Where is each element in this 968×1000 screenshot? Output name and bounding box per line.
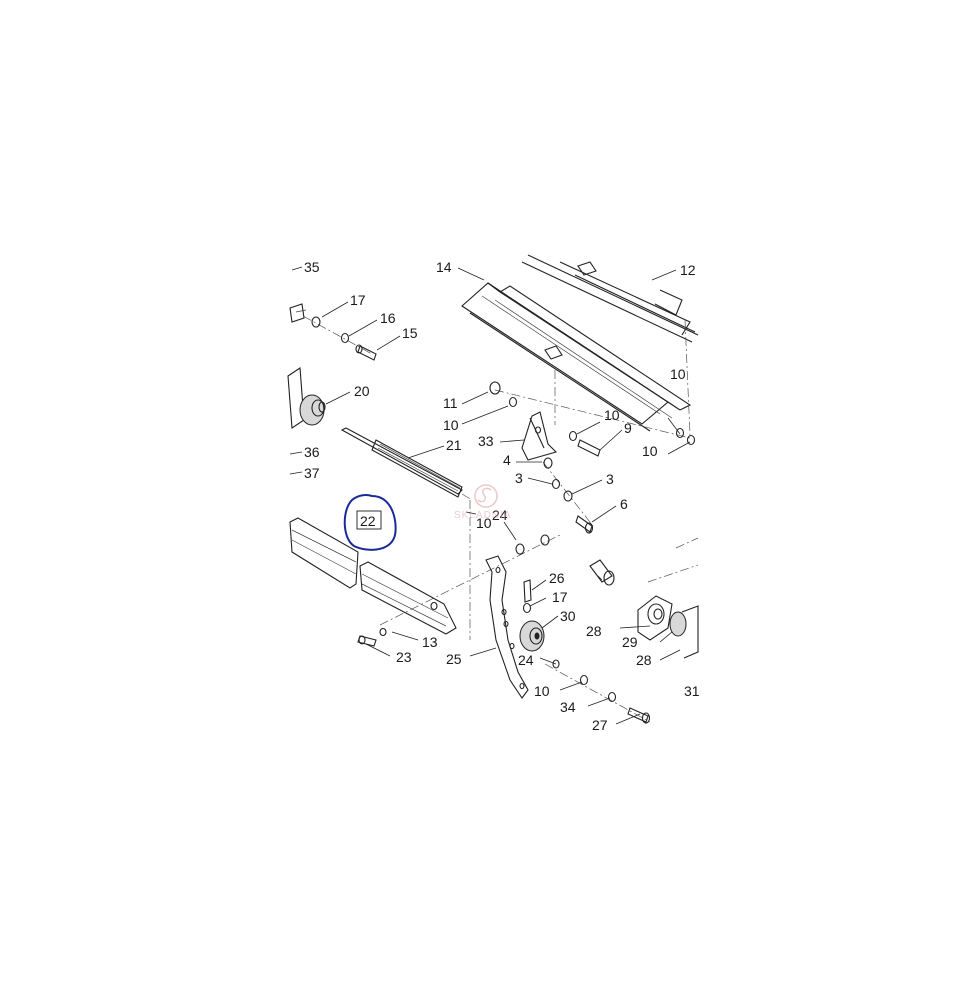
bearing-20: [287, 367, 326, 429]
watermark-logo: SKLADNIA: [454, 484, 511, 521]
callout-9: 9: [624, 420, 632, 436]
washer-10d: [686, 434, 696, 446]
callout-4: 4: [503, 452, 511, 468]
trough-profile-12: [521, 254, 699, 343]
callout-12: 12: [680, 262, 696, 278]
highlight-part-22: 22: [343, 494, 397, 551]
nut-11: [489, 381, 501, 395]
callout-20: 20: [354, 383, 370, 399]
callout-10-top-right: 10: [670, 366, 686, 382]
shaft-21: [340, 427, 463, 498]
guard-sheet-13: [359, 561, 457, 635]
callout-22: 22: [360, 513, 376, 529]
bolt-9: [577, 439, 601, 457]
callout-34: 34: [560, 699, 576, 715]
centerline-12: [684, 319, 691, 436]
washer-17: [311, 316, 321, 328]
washer-10e: [515, 543, 525, 555]
bracket-33: [521, 411, 558, 461]
callout-22-box: [356, 510, 382, 530]
highlight-circle: [343, 494, 397, 551]
guard-sheet-22: [289, 517, 359, 589]
bolt-23: [357, 627, 387, 647]
callout-17-lower: 17: [552, 589, 568, 605]
washer-34: [607, 691, 617, 703]
callout-24-top: 24: [492, 507, 508, 523]
callout-26: 26: [549, 570, 565, 586]
callout-37: 37: [304, 465, 320, 481]
callout-33: 33: [478, 433, 494, 449]
nut-4: [543, 457, 553, 469]
washer-10c: [675, 427, 685, 439]
bearing-28b: [669, 605, 699, 659]
callout-14: 14: [436, 259, 452, 275]
callout-11: 11: [443, 395, 458, 411]
callout-3a: 3: [515, 470, 523, 486]
washer-16: [340, 332, 350, 344]
bolt-6: [575, 515, 594, 534]
callout-10-right: 10: [642, 443, 658, 459]
callout-15: 15: [402, 325, 418, 341]
callout-36: 36: [304, 444, 320, 460]
callout-29: 29: [622, 634, 638, 650]
callout-10-bottom: 10: [534, 683, 550, 699]
washer-10f: [579, 674, 589, 686]
callout-13: 13: [422, 634, 438, 650]
pin-26: [523, 579, 532, 603]
washer-24b: [552, 659, 560, 669]
washer-3a: [551, 478, 561, 490]
leader-lines: [289, 266, 691, 725]
callout-31: 31: [684, 683, 700, 699]
callout-16: 16: [380, 310, 396, 326]
hub-30: [519, 620, 545, 652]
callout-28-right: 28: [636, 652, 652, 668]
callout-6: 6: [620, 496, 628, 512]
callout-28-left: 28: [586, 623, 602, 639]
callout-21: 21: [446, 437, 462, 453]
shaft-end-28a: [589, 559, 615, 586]
washer-3b: [563, 490, 573, 502]
flange-29: [637, 595, 673, 641]
callout-25: 25: [446, 651, 462, 667]
callout-10-left: 10: [443, 417, 459, 433]
trough-profile-14: [461, 282, 692, 432]
callout-30: 30: [560, 608, 576, 624]
washer-10a: [508, 396, 518, 408]
callout-10-lower: 10: [476, 515, 492, 531]
washer-10b: [568, 430, 578, 442]
watermark-text: SKLADNIA: [454, 510, 511, 521]
callout-10-center: 10: [604, 407, 620, 423]
bolt-15: [355, 344, 377, 361]
callout-27: 27: [592, 717, 608, 733]
bracket-left-top: [289, 303, 307, 323]
arm-25: [485, 555, 529, 699]
callout-labels: 35 17 16 15 20 36 37 14 12 10 11 10 33 1…: [304, 259, 700, 733]
bolt-27: [627, 707, 651, 724]
callout-3b: 3: [606, 471, 614, 487]
callout-35: 35: [304, 259, 320, 275]
washer-24a: [540, 534, 550, 546]
callout-17: 17: [350, 292, 366, 308]
washer-17b: [522, 602, 532, 614]
callout-23: 23: [396, 649, 412, 665]
callout-24-lower: 24: [518, 652, 534, 668]
